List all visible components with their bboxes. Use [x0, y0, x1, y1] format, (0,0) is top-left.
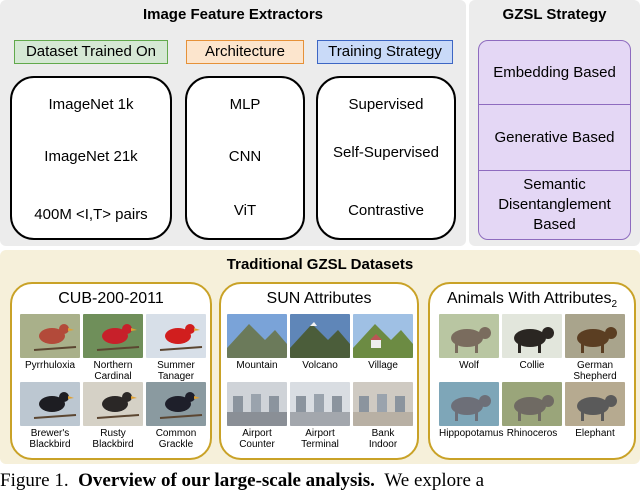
feature-extractors-panel: Image Feature Extractors Dataset Trained…: [0, 0, 466, 246]
dataset-card-awa: Animals With Attributes2 Wolf Collie Germa…: [428, 282, 636, 460]
column-dataset-trained-on: ImageNet 1k ImageNet 21k 400M <I,T> pair…: [10, 76, 172, 240]
dataset-image-cell: Bank Indoor: [353, 382, 413, 450]
dataset-image-label: Volcano: [302, 360, 338, 371]
scene-photo: [227, 314, 287, 358]
dataset-image-cell: Mountain: [227, 314, 287, 371]
animal-photo: [565, 314, 625, 358]
architecture-item: ViT: [233, 202, 257, 219]
caption-prefix: Figure 1.: [0, 470, 69, 491]
bird-photo: [83, 314, 143, 358]
architecture-item: CNN: [228, 148, 262, 165]
bird-photo: [146, 382, 206, 426]
dataset-image-cell: German Shepherd: [565, 314, 625, 382]
scene-photo: [290, 382, 350, 426]
dataset-image-label: Hippopotamus: [439, 428, 504, 439]
bird-photo: [20, 314, 80, 358]
dataset-image-label: Northern Cardinal: [93, 360, 133, 382]
dataset-image-cell: Brewer's Blackbird: [20, 382, 80, 450]
gzsl-strategy-title: GZSL Strategy: [502, 6, 607, 23]
dataset-item: 400M <I,T> pairs: [34, 206, 148, 223]
dataset-image-cell: Village: [353, 314, 413, 371]
bird-photo: [146, 314, 206, 358]
column-architecture: MLP CNN ViT: [185, 76, 305, 240]
dataset-image-label: Airport Counter: [239, 428, 275, 450]
bird-photo: [20, 382, 80, 426]
dataset-image-cell: Collie: [502, 314, 562, 371]
dataset-card-title-subscript: 2: [611, 299, 618, 311]
dataset-card-title: SUN Attributes: [266, 290, 372, 307]
caption-rest: We explore a: [384, 470, 485, 491]
architecture-item: MLP: [229, 96, 261, 113]
caption-bold: Overview of our large-scale analysis.: [78, 470, 375, 491]
dataset-image-label: Wolf: [459, 360, 479, 371]
dataset-image-cell: Rhinoceros: [502, 382, 562, 439]
training-item: Self-Supervised: [333, 144, 439, 161]
header-dataset-trained-on: Dataset Trained On: [14, 40, 168, 64]
feature-extractors-title: Image Feature Extractors: [142, 6, 324, 23]
animal-photo: [502, 314, 562, 358]
animal-photo: [565, 382, 625, 426]
training-item: Supervised: [348, 96, 424, 113]
dataset-image-label: Airport Terminal: [301, 428, 339, 450]
dataset-image-label: Brewer's Blackbird: [29, 428, 71, 450]
dataset-card-title: Animals With Attributes2: [430, 290, 634, 310]
dataset-image-label: Rhinoceros: [506, 428, 558, 439]
dataset-image-label: Pyrrhuloxia: [24, 360, 76, 371]
dataset-item: ImageNet 1k: [48, 96, 134, 113]
scene-photo: [290, 314, 350, 358]
datasets-title: Traditional GZSL Datasets: [226, 256, 414, 273]
strategy-generative: Generative Based: [479, 105, 630, 171]
header-training-strategy: Training Strategy: [317, 40, 453, 64]
dataset-card-title: CUB-200-2011: [58, 290, 164, 307]
dataset-image-label: Mountain: [236, 360, 278, 371]
dataset-image-cell: Rusty Blackbird: [83, 382, 143, 450]
dataset-card-title-text: Animals With Attributes: [446, 290, 612, 307]
animal-photo: [439, 382, 499, 426]
strategy-semantic-disentanglement: Semantic Disentanglement Based: [498, 176, 611, 233]
animal-photo: [502, 382, 562, 426]
dataset-image-label: Summer Tanager: [157, 360, 195, 382]
figure-caption: Figure 1. Overview of our large-scale an…: [0, 470, 484, 492]
dataset-image-cell: Volcano: [290, 314, 350, 371]
dataset-image-label: Rusty Blackbird: [92, 428, 134, 450]
datasets-panel: Traditional GZSL Datasets CUB-200-2011 P…: [0, 250, 640, 464]
dataset-image-cell: Airport Counter: [227, 382, 287, 450]
dataset-image-cell: Common Grackle: [146, 382, 206, 450]
dataset-image-cell: Pyrrhuloxia: [20, 314, 80, 371]
dataset-image-label: Collie: [519, 360, 545, 371]
strategy-embedding: Embedding Based: [479, 41, 630, 105]
bird-photo: [83, 382, 143, 426]
dataset-item: ImageNet 21k: [44, 148, 138, 165]
training-item: Contrastive: [348, 202, 424, 219]
dataset-image-label: Common Grackle: [155, 428, 197, 450]
column-training-strategy: Supervised Self-Supervised Contrastive: [316, 76, 456, 240]
dataset-image-cell: Elephant: [565, 382, 625, 439]
animal-photo: [439, 314, 499, 358]
header-architecture: Architecture: [186, 40, 304, 64]
dataset-image-cell: Northern Cardinal: [83, 314, 143, 382]
scene-photo: [227, 382, 287, 426]
gzsl-strategy-panel: GZSL Strategy Embedding Based Generative…: [469, 0, 640, 246]
dataset-image-cell: Airport Terminal: [290, 382, 350, 450]
scene-photo: [353, 314, 413, 358]
dataset-image-label: Village: [368, 360, 398, 371]
gzsl-strategy-stack: Embedding Based Generative Based Semanti…: [478, 40, 631, 240]
dataset-image-cell: Hippopotamus: [439, 382, 504, 439]
dataset-card-cub: CUB-200-2011 Pyrrhuloxia Northern Cardina…: [10, 282, 212, 460]
dataset-image-label: Bank Indoor: [368, 428, 398, 450]
scene-photo: [353, 382, 413, 426]
dataset-image-label: German Shepherd: [573, 360, 617, 382]
dataset-image-cell: Wolf: [439, 314, 499, 371]
dataset-image-cell: Summer Tanager: [146, 314, 206, 382]
dataset-image-label: Elephant: [575, 428, 615, 439]
